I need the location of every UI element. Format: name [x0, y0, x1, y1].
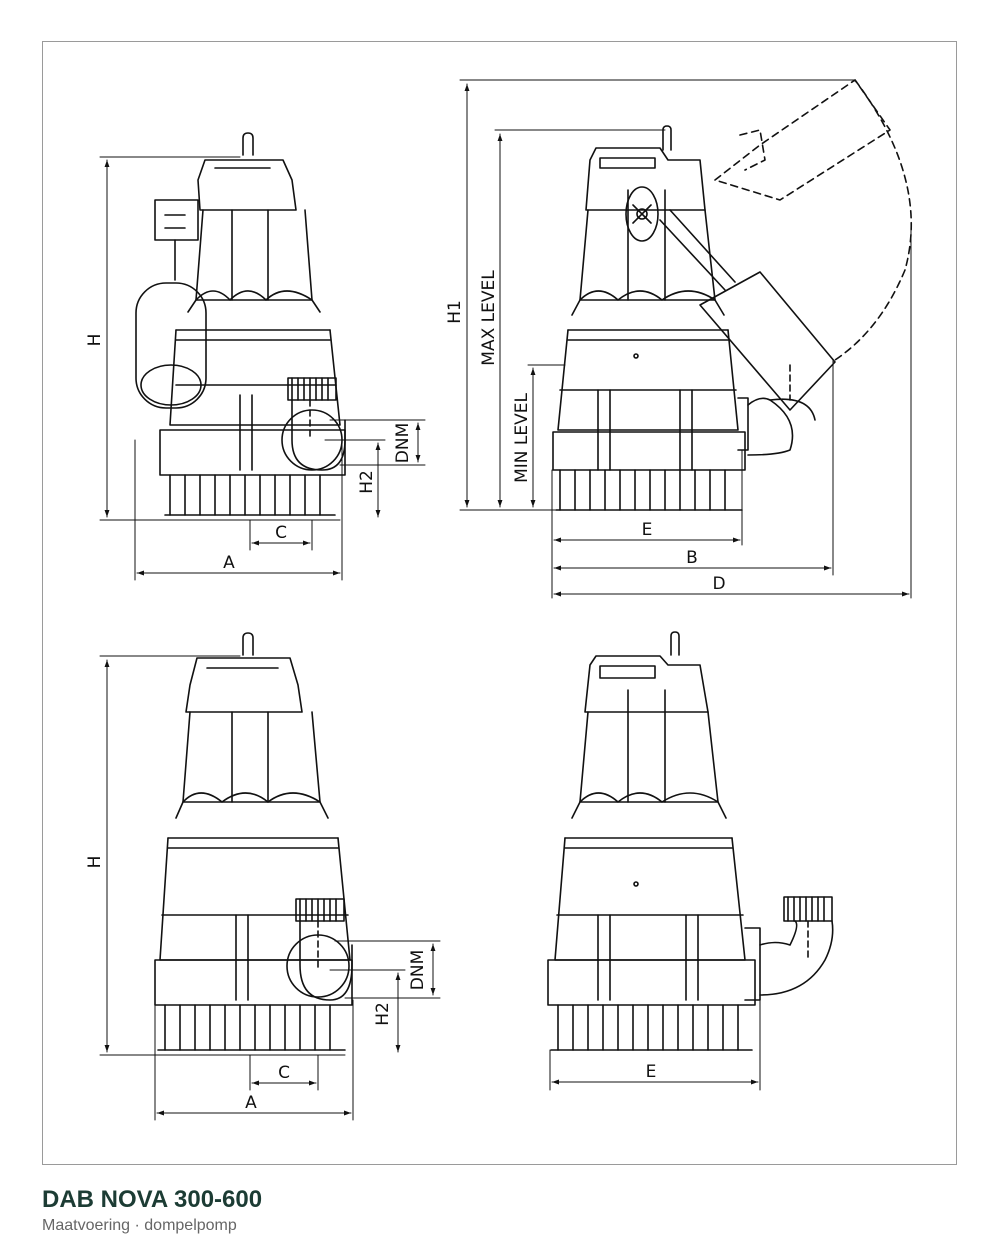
technical-drawing: H DNM H2 C A H1 MAX LEVEL MIN LEVEL E B … [85, 79, 913, 1121]
label-max-level: MAX LEVEL [479, 270, 499, 366]
side-view-with-float [552, 79, 913, 511]
label-C-2: C [278, 1063, 290, 1083]
label-D: D [712, 574, 725, 594]
label-min-level: MIN LEVEL [512, 393, 532, 483]
side-view-no-float [547, 631, 834, 1051]
label-B: B [686, 548, 698, 568]
dimensions-view2 [459, 79, 912, 599]
label-H2-1: H2 [357, 470, 377, 494]
label-H1: H1 [445, 300, 465, 324]
dimensions-view4 [549, 999, 761, 1091]
caption-title: DAB NOVA 300-600 [42, 1186, 263, 1213]
label-DNM-1: DNM [393, 423, 413, 463]
front-view-with-float [135, 132, 346, 516]
dimensions-view3 [99, 655, 441, 1121]
dimensions-view1 [99, 156, 426, 581]
label-H-1: H [85, 334, 105, 347]
label-DNM-2: DNM [408, 950, 428, 990]
label-H-2: H [85, 856, 105, 869]
label-E-1: E [642, 520, 653, 540]
label-A-2: A [245, 1093, 257, 1113]
label-E-2: E [646, 1062, 657, 1082]
label-A-1: A [223, 553, 235, 573]
label-C-1: C [275, 523, 287, 543]
front-view-no-float [154, 632, 353, 1051]
label-H2-2: H2 [373, 1002, 393, 1026]
caption: DAB NOVA 300-600 Maatvoering · dompelpom… [42, 1186, 262, 1236]
caption-subtitle: Maatvoering · dompelpomp [42, 1217, 237, 1234]
